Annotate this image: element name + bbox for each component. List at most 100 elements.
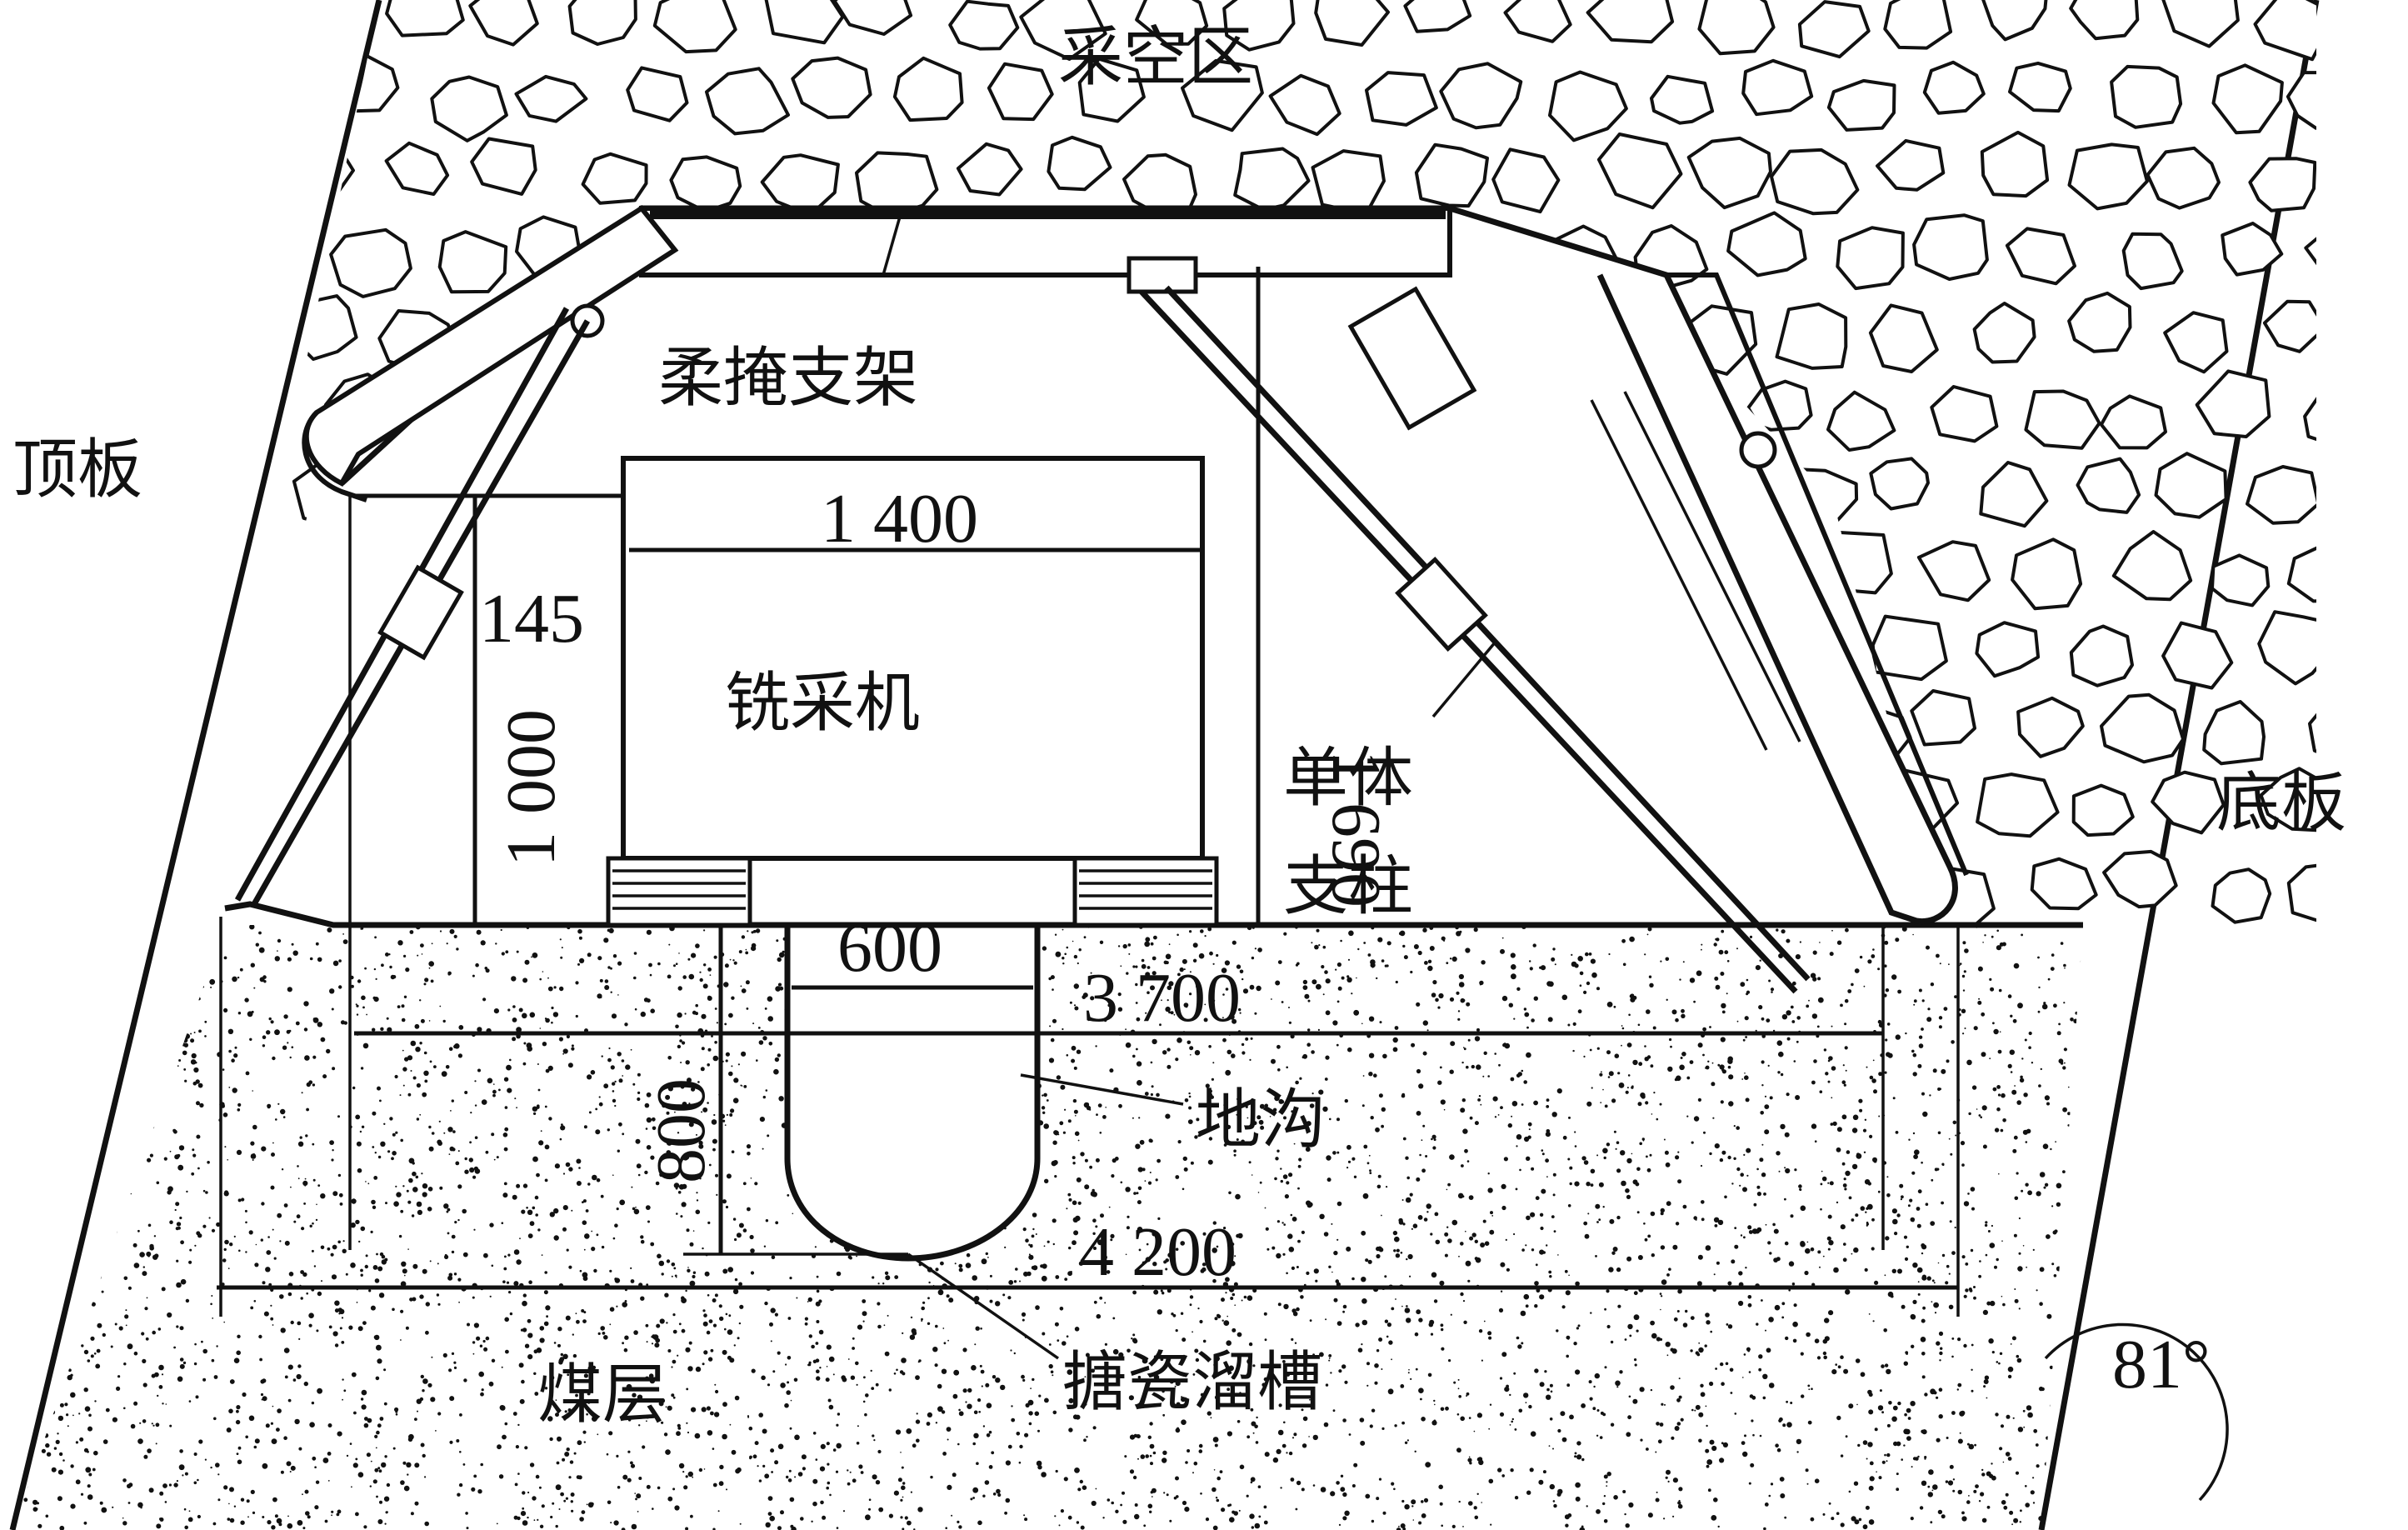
coal-speck (137, 1502, 143, 1508)
coal-speck (443, 1203, 449, 1209)
coal-speck (1616, 1215, 1621, 1220)
coal-speck (1604, 1366, 1607, 1369)
coal-speck (586, 1412, 588, 1416)
coal-speck (317, 1022, 322, 1028)
coal-speck (1814, 1140, 1817, 1142)
coal-speck (645, 1205, 651, 1210)
coal-speck (29, 1343, 34, 1348)
coal-speck (1567, 1023, 1571, 1027)
coal-speck (179, 1326, 184, 1331)
coal-speck (1991, 935, 1994, 938)
coal-speck (1031, 1234, 1035, 1238)
coal-speck (651, 1336, 653, 1338)
coal-speck (1083, 936, 1087, 939)
coal-speck (377, 1519, 383, 1524)
coal-speck (1198, 1449, 1203, 1453)
coal-speck (1516, 1336, 1520, 1340)
coal-speck (1091, 1368, 1095, 1373)
coal-speck (1246, 1358, 1252, 1365)
coal-speck (632, 1207, 636, 1211)
coal-speck (1879, 1389, 1882, 1392)
coal-speck (1254, 1522, 1261, 1529)
coal-speck (383, 1496, 390, 1502)
coal-speck (665, 1406, 667, 1408)
coal-speck (1002, 1293, 1006, 1297)
coal-speck (1059, 1307, 1064, 1311)
coal-speck (240, 1520, 245, 1525)
coal-speck (1704, 1344, 1707, 1348)
coal-speck (1921, 999, 1925, 1002)
coal-speck (20, 1433, 26, 1439)
coal-speck (1992, 1087, 1997, 1092)
coal-speck (2087, 1206, 2091, 1209)
rubble-stone (1082, 380, 1145, 428)
coal-speck (1324, 1078, 1328, 1081)
coal-speck (272, 1324, 274, 1326)
coal-speck (187, 941, 192, 947)
coal-speck (1092, 1426, 1097, 1430)
coal-speck (236, 1350, 242, 1356)
coal-speck (1444, 1253, 1448, 1258)
coal-speck (1713, 942, 1717, 947)
coal-speck (780, 1510, 784, 1515)
coal-speck (565, 1162, 571, 1168)
coal-speck (112, 1069, 117, 1074)
coal-speck (423, 1051, 427, 1055)
coal-speck (1266, 1248, 1270, 1251)
coal-speck (392, 1151, 397, 1156)
coal-speck (1175, 1329, 1178, 1332)
coal-speck (176, 1325, 179, 1328)
coal-speck (422, 1389, 425, 1392)
coal-speck (681, 1328, 686, 1333)
coal-speck (759, 1117, 766, 1122)
coal-speck (557, 1436, 562, 1442)
coal-speck (403, 954, 407, 958)
coal-speck (1167, 1252, 1173, 1258)
coal-speck (270, 1020, 274, 1024)
coal-speck (2056, 1182, 2062, 1189)
coal-speck (553, 1342, 557, 1344)
coal-speck (637, 1072, 641, 1077)
coal-speck (1406, 1439, 1409, 1442)
coal-speck (1096, 1113, 1098, 1116)
coal-speck (1250, 1477, 1256, 1482)
coal-speck (1162, 1050, 1167, 1055)
coal-speck (666, 1322, 668, 1324)
coal-speck (739, 1304, 744, 1309)
coal-speck (1979, 1260, 1981, 1262)
coal-speck (1938, 1414, 1943, 1419)
coal-speck (360, 1268, 363, 1272)
coal-speck (365, 1254, 368, 1258)
coal-speck (127, 1162, 130, 1165)
coal-speck (2078, 1462, 2081, 1466)
rubble-stone (2259, 767, 2316, 832)
coal-speck (1917, 1063, 1922, 1068)
coal-speck (1755, 965, 1761, 971)
coal-speck (383, 1122, 386, 1126)
coal-speck (1790, 1005, 1794, 1009)
coal-speck (270, 1185, 275, 1190)
coal-speck (1254, 1012, 1257, 1015)
coal-speck (1749, 1394, 1754, 1398)
coal-speck (514, 1482, 518, 1487)
coal-speck (1182, 1500, 1187, 1506)
coal-speck (1566, 1383, 1571, 1388)
coal-speck (1044, 1398, 1049, 1403)
coal-speck (2017, 1266, 2023, 1272)
coal-speck (1280, 1179, 1284, 1183)
coal-speck (1331, 1271, 1333, 1273)
coal-speck (1677, 1179, 1682, 1184)
coal-speck (565, 1497, 569, 1500)
coal-speck (482, 1339, 486, 1343)
coal-speck (1112, 1317, 1116, 1320)
coal-speck (1080, 1525, 1085, 1530)
rubble-stone (2304, 224, 2316, 278)
coal-speck (796, 1297, 798, 1299)
coal-speck (590, 1070, 596, 1075)
coal-speck (716, 1193, 718, 1196)
coal-speck (1595, 1203, 1601, 1209)
coal-speck (1971, 1389, 1974, 1392)
rubble-stone (2071, 783, 2135, 838)
coal-speck (539, 978, 542, 981)
coal-speck (2066, 1443, 2071, 1449)
